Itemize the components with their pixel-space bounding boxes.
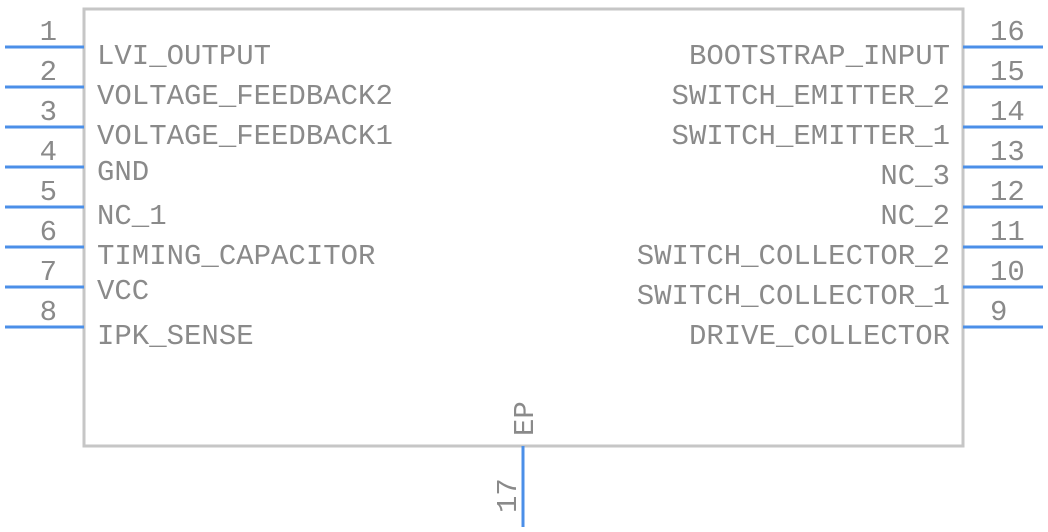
- right-pins: 16 BOOTSTRAP_INPUT 15 SWITCH_EMITTER_2 1…: [637, 16, 1043, 353]
- pin-number: 2: [40, 56, 57, 89]
- pin-name: SWITCH_COLLECTOR_2: [637, 240, 950, 273]
- left-pin: 6 TIMING_CAPACITOR: [5, 216, 375, 273]
- pin-name: NC_3: [880, 160, 950, 193]
- left-pin: 4 GND: [5, 136, 149, 189]
- pin-number: 3: [40, 96, 57, 129]
- pin-number: 8: [40, 296, 57, 329]
- right-pin: 15 SWITCH_EMITTER_2: [672, 56, 1043, 113]
- pin-name: VCC: [97, 275, 149, 308]
- pin-name: BOOTSTRAP_INPUT: [689, 40, 950, 73]
- left-pins: 1 LVI_OUTPUT 2 VOLTAGE_FEEDBACK2 3 VOLTA…: [5, 16, 393, 353]
- pin-number: 10: [990, 256, 1025, 289]
- right-pin: 13 NC_3: [880, 136, 1043, 193]
- pin-name: EP: [509, 401, 542, 436]
- pin-name: TIMING_CAPACITOR: [97, 240, 375, 273]
- left-pin: 1 LVI_OUTPUT: [5, 16, 271, 73]
- pin-name: VOLTAGE_FEEDBACK1: [97, 120, 393, 153]
- pin-number: 17: [492, 478, 525, 513]
- bottom-pin: EP 17: [492, 401, 542, 527]
- left-pin: 8 IPK_SENSE: [5, 296, 254, 353]
- pin-number: 14: [990, 96, 1025, 129]
- pin-number: 13: [990, 136, 1025, 169]
- pin-name: DRIVE_COLLECTOR: [689, 320, 950, 353]
- left-pin: 5 NC_1: [5, 176, 167, 233]
- pin-name: LVI_OUTPUT: [97, 40, 271, 73]
- pin-number: 1: [40, 16, 57, 49]
- left-pin: 3 VOLTAGE_FEEDBACK1: [5, 96, 393, 153]
- left-pin: 2 VOLTAGE_FEEDBACK2: [5, 56, 393, 113]
- pin-number: 4: [40, 136, 57, 169]
- pin-number: 9: [990, 296, 1007, 329]
- pin-number: 6: [40, 216, 57, 249]
- pin-name: SWITCH_EMITTER_2: [672, 80, 950, 113]
- pin-number: 11: [990, 216, 1025, 249]
- pin-name: VOLTAGE_FEEDBACK2: [97, 80, 393, 113]
- right-pin: 10 SWITCH_COLLECTOR_1: [637, 256, 1043, 313]
- right-pin: 12 NC_2: [880, 176, 1043, 233]
- pin-number: 7: [40, 256, 57, 289]
- right-pin: 11 SWITCH_COLLECTOR_2: [637, 216, 1043, 273]
- pin-number: 5: [40, 176, 57, 209]
- left-pin: 7 VCC: [5, 256, 149, 308]
- ic-body-outline: [82, 7, 965, 448]
- pin-number: 15: [990, 56, 1025, 89]
- pin-name: IPK_SENSE: [97, 320, 254, 353]
- right-pin: 16 BOOTSTRAP_INPUT: [689, 16, 1043, 73]
- pin-name: NC_2: [880, 200, 950, 233]
- pin-name: SWITCH_COLLECTOR_1: [637, 280, 950, 313]
- pin-name: NC_1: [97, 200, 167, 233]
- right-pin: 14 SWITCH_EMITTER_1: [672, 96, 1043, 153]
- pin-number: 16: [990, 16, 1025, 49]
- pin-number: 12: [990, 176, 1025, 209]
- right-pin: 9 DRIVE_COLLECTOR: [689, 296, 1043, 353]
- pin-name: GND: [97, 156, 149, 189]
- pin-name: SWITCH_EMITTER_1: [672, 120, 950, 153]
